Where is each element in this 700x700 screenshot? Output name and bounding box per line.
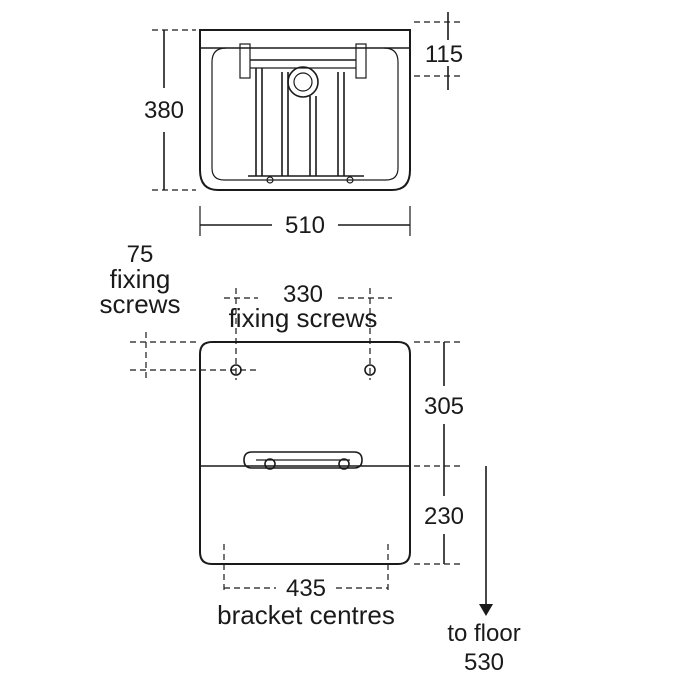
dim-75-text-line2: screws xyxy=(100,289,181,319)
grate-foot xyxy=(346,176,354,184)
sink-outline-front xyxy=(199,341,411,565)
sink-outline-top xyxy=(199,29,411,191)
sink-bowl xyxy=(211,47,399,181)
to-floor-arrowhead xyxy=(479,604,493,616)
to-floor-value: 530 xyxy=(464,649,504,676)
front-grate-rail xyxy=(243,451,363,469)
grate-bracket-left xyxy=(239,43,251,79)
grate-foot xyxy=(266,176,274,184)
dim-305-label: 305 xyxy=(424,393,464,420)
fixing-screw-hole-right xyxy=(364,364,376,376)
front-view: 330 fixing screws 75 fixing screws 305 2… xyxy=(100,241,521,676)
waste-outlet-inner xyxy=(293,72,313,92)
to-floor-text: to floor xyxy=(447,620,520,647)
dim-75-text-line1: fixing xyxy=(110,264,171,294)
grate-bracket-right xyxy=(355,43,367,79)
front-grate-foot xyxy=(264,458,276,470)
dim-230-label: 230 xyxy=(424,503,464,530)
front-grate-foot xyxy=(338,458,350,470)
dim-75-label: 75 xyxy=(127,241,154,268)
dim-510-label: 510 xyxy=(285,212,325,239)
top-view: 380 115 510 xyxy=(144,12,463,239)
dim-330-label: 330 xyxy=(283,281,323,308)
dim-435-text: bracket centres xyxy=(217,600,395,630)
dim-380-label: 380 xyxy=(144,97,184,124)
dim-330-text: fixing screws xyxy=(229,303,378,333)
dim-115-label: 115 xyxy=(425,41,463,68)
dim-435-label: 435 xyxy=(286,575,326,602)
